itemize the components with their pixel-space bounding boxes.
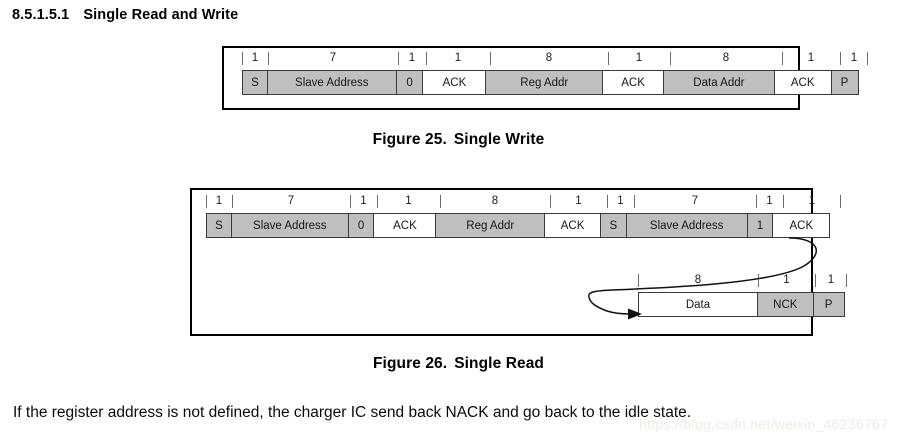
tick-mark-icon — [398, 52, 399, 65]
bit-width-label: 1 — [350, 194, 377, 210]
bit-width-label: 1 — [782, 51, 840, 67]
tick-mark-icon — [350, 195, 351, 208]
packet-field-cell: Slave Address — [230, 213, 349, 238]
packet-field-cell: Reg Addr — [435, 213, 546, 238]
bit-width-label: 1 — [783, 194, 841, 210]
tick-mark-icon — [670, 52, 671, 65]
bit-width-label: 7 — [634, 194, 756, 210]
packet-field-cell: 0 — [347, 213, 375, 238]
figure-label: Figure 26. — [372, 355, 448, 372]
packet-field-cell: S — [206, 213, 232, 238]
tick-mark-icon — [426, 52, 427, 65]
tick-mark-icon — [268, 52, 269, 65]
bit-width-label: 8 — [638, 273, 758, 289]
packet-field-cell: Reg Addr — [485, 70, 604, 95]
bit-width-label: 1 — [377, 194, 440, 210]
tick-mark-icon — [638, 274, 639, 287]
tick-mark-icon — [377, 195, 378, 208]
figure-title: Single Read — [454, 355, 545, 372]
tick-mark-icon — [634, 195, 635, 208]
packet-field-cell: Slave Address — [625, 213, 748, 238]
bit-width-label: 1 — [550, 194, 607, 210]
figure-title: Single Write — [453, 131, 545, 148]
bit-width-label: 1 — [840, 51, 868, 67]
packet-field-cell: Slave Address — [266, 70, 397, 95]
tick-mark-icon — [608, 52, 609, 65]
tick-mark-icon — [242, 52, 243, 65]
bit-width-label: 1 — [426, 51, 490, 67]
packet-field-cell: ACK — [772, 213, 831, 238]
packet-field-cell: S — [599, 213, 627, 238]
packet-field-cell: S — [242, 70, 268, 95]
bit-width-label: 1 — [758, 273, 815, 289]
bit-width-label: 7 — [232, 194, 350, 210]
packet-field-cell: ACK — [373, 213, 437, 238]
bit-width-label: 8 — [490, 51, 608, 67]
packet-field-cell: 0 — [395, 70, 424, 95]
section-title: Single Read and Write — [83, 7, 239, 23]
packet-field-cell: Data — [638, 292, 758, 317]
packet-field-cell: ACK — [602, 70, 665, 95]
bit-width-label: 1 — [815, 273, 847, 289]
bit-width-label: 1 — [398, 51, 426, 67]
tick-mark-icon — [840, 195, 841, 208]
figure-caption-single-read: Figure 26. Single Read — [0, 355, 917, 373]
bit-width-label: 1 — [242, 51, 268, 67]
figure-caption-single-write: Figure 25. Single Write — [0, 131, 917, 149]
tick-mark-icon — [756, 195, 757, 208]
body-paragraph: If the register address is not defined, … — [13, 404, 692, 421]
section-number: 8.5.1.5.1 — [12, 7, 70, 23]
bit-width-label: 7 — [268, 51, 398, 67]
packet-field-cell: Data Addr — [662, 70, 775, 95]
packet-field-cell: P — [830, 70, 859, 95]
tick-mark-icon — [846, 274, 847, 287]
bit-width-label: 1 — [206, 194, 232, 210]
tick-mark-icon — [206, 195, 207, 208]
bit-width-label: 1 — [607, 194, 634, 210]
tick-mark-icon — [607, 195, 608, 208]
tick-mark-icon — [440, 195, 441, 208]
bit-width-label: 8 — [440, 194, 550, 210]
tick-mark-icon — [550, 195, 551, 208]
figure-label: Figure 25. — [372, 131, 447, 148]
tick-mark-icon — [758, 274, 759, 287]
section-heading: 8.5.1.5.1 Single Read and Write — [12, 7, 238, 23]
watermark-text: https://blog.csdn.net/weixin_46236767 — [639, 416, 889, 432]
bit-width-label: 8 — [670, 51, 782, 67]
packet-field-cell: ACK — [422, 70, 487, 95]
bit-width-label: 1 — [756, 194, 783, 210]
tick-mark-icon — [490, 52, 491, 65]
tick-mark-icon — [783, 195, 784, 208]
tick-mark-icon — [232, 195, 233, 208]
bit-width-label: 1 — [608, 51, 670, 67]
tick-mark-icon — [815, 274, 816, 287]
packet-field-cell: 1 — [746, 213, 774, 238]
packet-field-cell: NCK — [756, 292, 814, 317]
packet-field-cell: ACK — [544, 213, 602, 238]
packet-field-cell: P — [812, 292, 845, 317]
tick-mark-icon — [782, 52, 783, 65]
tick-mark-icon — [840, 52, 841, 65]
packet-field-cell: ACK — [773, 70, 832, 95]
tick-mark-icon — [867, 52, 868, 65]
